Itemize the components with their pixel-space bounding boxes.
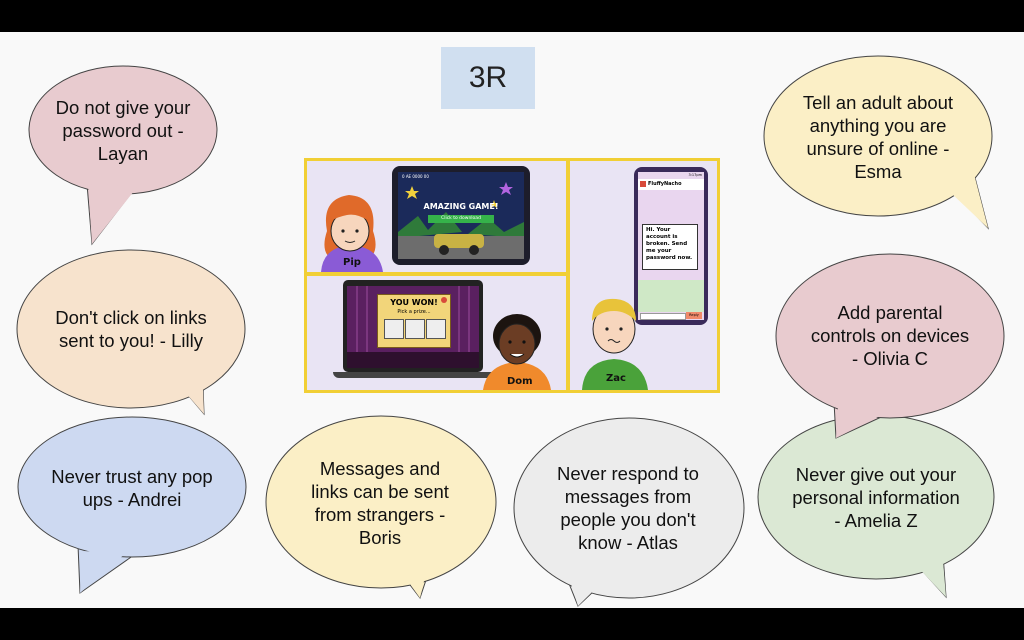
comic-strip: Pip 0 AE 0000 00 AMAZING GAME! <box>304 158 720 393</box>
speech-bubble-layan: Do not give your password out - Layan <box>28 64 218 246</box>
bubble-shape <box>16 249 246 416</box>
prize-subtitle: Pick a prize... <box>397 309 431 315</box>
laptop-screen: YOU WON! Pick a prize... <box>347 286 479 368</box>
reply-input[interactable] <box>640 313 686 320</box>
laptop-device: YOU WON! Pick a prize... <box>343 280 483 372</box>
bubble-shape <box>17 416 247 594</box>
bubble-text: Never respond to messages from people yo… <box>557 463 699 553</box>
reply-button[interactable]: Reply <box>686 312 702 319</box>
panel-dom: YOU WON! Pick a prize... Dom <box>307 276 566 390</box>
game-art <box>398 182 524 259</box>
bubble-shape <box>775 253 1005 439</box>
slide-title: 3R <box>441 47 535 109</box>
bubble-shape <box>763 55 993 230</box>
character-name-zac: Zac <box>606 373 626 384</box>
speech-bubble-andrei: Never trust any pop ups - Andrei <box>16 415 248 594</box>
prize-option-2[interactable] <box>405 319 425 339</box>
character-name-pip: Pip <box>343 257 361 268</box>
dom-illustration <box>483 314 551 390</box>
download-button[interactable]: Click to download <box>428 215 494 223</box>
panel-pip: Pip 0 AE 0000 00 AMAZING GAME! <box>307 161 566 272</box>
phone-screen: 3:17pm FluffyNacho Hi. Your account is b… <box>638 172 704 320</box>
panel-zac: 3:17pm FluffyNacho Hi. Your account is b… <box>570 161 717 390</box>
speech-bubble-olivia: Add parental controls on devices - Olivi… <box>772 252 1008 439</box>
phone-message: Hi. Your account is broken. Send me your… <box>642 224 698 270</box>
prize-title: YOU WON! <box>390 298 438 307</box>
close-icon[interactable] <box>441 297 447 303</box>
bubble-text: Messages and links can be sent from stra… <box>311 458 449 548</box>
prize-option-1[interactable] <box>384 319 404 339</box>
speech-bubble-amelia: Never give out your personal information… <box>756 413 996 599</box>
slide: 3R Do not give your password out - Layan… <box>0 32 1024 608</box>
phone-time: 3:17pm <box>688 173 703 177</box>
bubble-shape <box>265 415 497 600</box>
bubble-text: Tell an adult about anything you are uns… <box>802 92 954 182</box>
prize-option-3[interactable] <box>426 319 446 339</box>
phone-device: 3:17pm FluffyNacho Hi. Your account is b… <box>634 167 708 325</box>
laptop-base <box>333 372 493 378</box>
bubble-text: Never trust any pop ups - Andrei <box>51 465 213 510</box>
pip-illustration <box>321 195 383 272</box>
game-banner: AMAZING GAME! <box>423 202 499 211</box>
bubble-text: Do not give your password out - Layan <box>55 96 191 164</box>
app-icon <box>640 181 646 187</box>
speech-bubble-lilly: Don't click on links sent to you! - Lill… <box>16 249 246 416</box>
speech-bubble-atlas: Never respond to messages from people yo… <box>512 414 746 607</box>
zac-illustration <box>582 298 648 390</box>
phone-app-name: FluffyNacho <box>648 181 682 187</box>
tablet-device: 0 AE 0000 00 AMAZING GAME! Click to down… <box>392 166 530 265</box>
bubble-shape <box>513 417 745 607</box>
game-header: 0 AE 0000 00 <box>402 174 429 179</box>
bubble-text: Add parental controls on devices - Olivi… <box>810 301 970 369</box>
speech-bubble-esma: Tell an adult about anything you are uns… <box>762 54 998 232</box>
prize-popup[interactable]: YOU WON! Pick a prize... <box>377 294 451 348</box>
game-screen: 0 AE 0000 00 AMAZING GAME! Click to down… <box>398 172 524 259</box>
bubble-text: Never give out your personal information… <box>792 463 960 531</box>
character-name-dom: Dom <box>507 376 533 387</box>
bubble-shape <box>28 65 218 246</box>
speech-bubble-boris: Messages and links can be sent from stra… <box>264 414 498 600</box>
bubble-text: Don't click on links sent to you! - Lill… <box>55 307 207 351</box>
